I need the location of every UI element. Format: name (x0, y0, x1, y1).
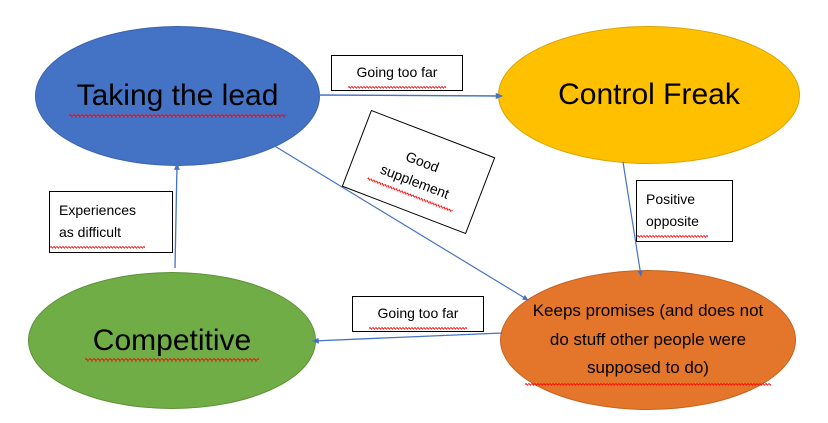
edge-label-going-too-far-bottom-text: Going too far (368, 300, 468, 330)
edge-label-experiences-as-difficult[interactable]: Experiences as difficult (49, 191, 173, 253)
edge-label-positive-opposite[interactable]: Positive opposite (636, 180, 733, 242)
arrow-taking-the-lead-to-control-freak (315, 92, 504, 100)
arrow-competitive-to-taking-the-lead (173, 163, 180, 269)
node-keeps-promises[interactable]: Keeps promises (and does not do stuff ot… (500, 270, 796, 410)
arrow-keeps-promises-to-competitive (312, 332, 503, 344)
node-taking-the-lead[interactable]: Taking the lead (35, 26, 320, 166)
edge-label-positive-opposite-text: Positive opposite (637, 186, 708, 239)
edge-label-good-supplement-text: Good supplement (368, 133, 470, 210)
node-taking-the-lead-label: Taking the lead (68, 78, 287, 119)
edge-label-going-too-far-top-text: Going too far (347, 59, 447, 89)
arrow-control-freak-to-keeps-promises (622, 161, 643, 277)
node-competitive[interactable]: Competitive (28, 272, 316, 409)
arrow-taking-the-lead-to-keeps-promises (267, 141, 529, 301)
node-control-freak-label: Control Freak (558, 78, 740, 112)
edge-label-going-too-far-top[interactable]: Going too far (331, 55, 463, 91)
edge-label-experiences-as-difficult-text: Experiences as difficult (50, 197, 146, 250)
edge-label-going-too-far-bottom[interactable]: Going too far (352, 296, 484, 332)
